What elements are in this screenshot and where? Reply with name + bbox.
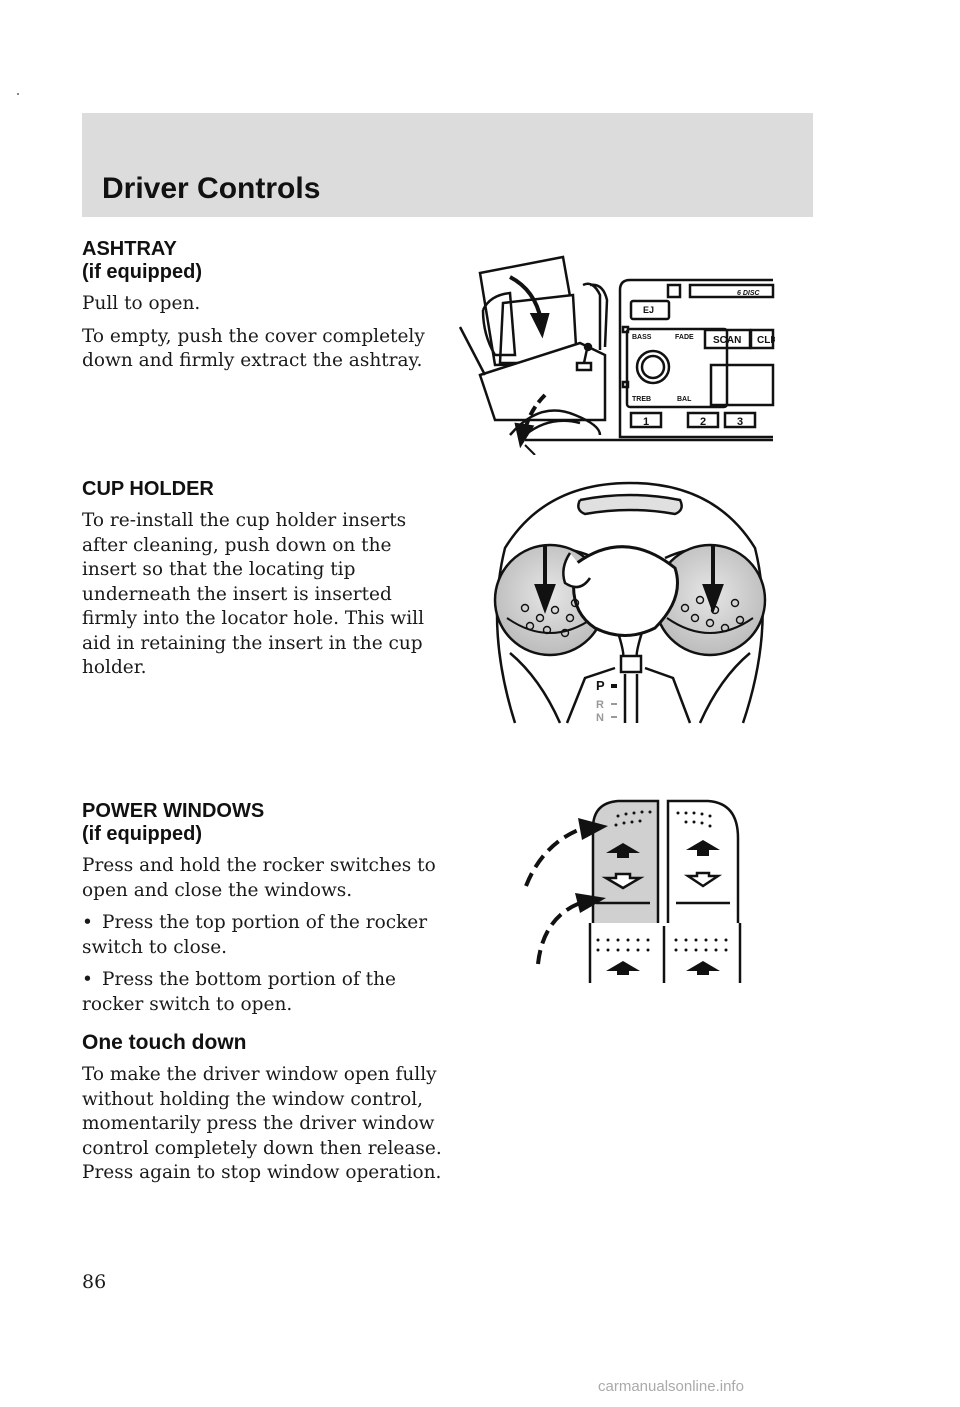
cupholder-section: CUP HOLDER To re-install the cup holder … [82,478,442,681]
windows-heading-qualifier: (if equipped) [82,823,202,845]
section-title: Driver Controls [102,172,321,205]
windows-bullet-1: •Press the top portion of the rocker swi… [82,912,428,958]
radio-clk-label: CLK [757,335,775,346]
section-header-band [82,113,813,217]
cupholder-heading: CUP HOLDER [82,478,214,500]
gear-r-label: R [596,699,604,711]
ashtray-illustration: EJ 6 DISC BASS FADE TREB BAL SCAN CLK 1 … [458,255,775,455]
ashtray-section: ASHTRAY (if equipped) Pull to open. To e… [82,238,442,374]
windows-heading: POWER WINDOWS [82,800,265,822]
radio-treb-label: TREB [632,396,651,403]
radio-preset-1: 1 [643,416,649,428]
radio-preset-2: 2 [700,416,706,428]
windows-section: POWER WINDOWS (if equipped) Press and ho… [82,800,442,1186]
one-touch-heading: One touch down [82,1031,247,1054]
one-touch-para: To make the driver window open fully wit… [82,1064,442,1183]
radio-disc-label: 6 DISC [737,290,761,297]
ashtray-para-2: To empty, push the cover completely down… [82,325,425,372]
cupholder-illustration: P R N [493,481,767,724]
corner-mark [17,93,19,95]
windows-para: Press and hold the rocker switches to op… [82,855,436,901]
radio-preset-3: 3 [737,416,743,428]
cupholder-para: To re-install the cup holder inserts aft… [82,510,424,678]
radio-fade-label: FADE [675,334,694,341]
ashtray-heading: ASHTRAY [82,238,177,260]
radio-scan-label: SCAN [713,335,741,346]
bullet-mark: • [82,969,93,990]
page-number: 86 [82,1271,107,1293]
windows-bullet-2: •Press the bottom portion of the rocker … [82,969,396,1015]
ashtray-heading-qualifier: (if equipped) [82,261,202,283]
ashtray-para-1: Pull to open. [82,293,201,314]
radio-bass-label: BASS [632,334,652,341]
watermark: carmanualsonline.info [598,1378,744,1395]
radio-ej-label: EJ [643,305,654,315]
gear-p-label: P [596,678,605,693]
bullet-mark: • [82,912,93,933]
power-window-switch-illustration [524,799,742,983]
radio-bal-label: BAL [677,396,692,403]
gear-n-label: N [596,712,604,724]
